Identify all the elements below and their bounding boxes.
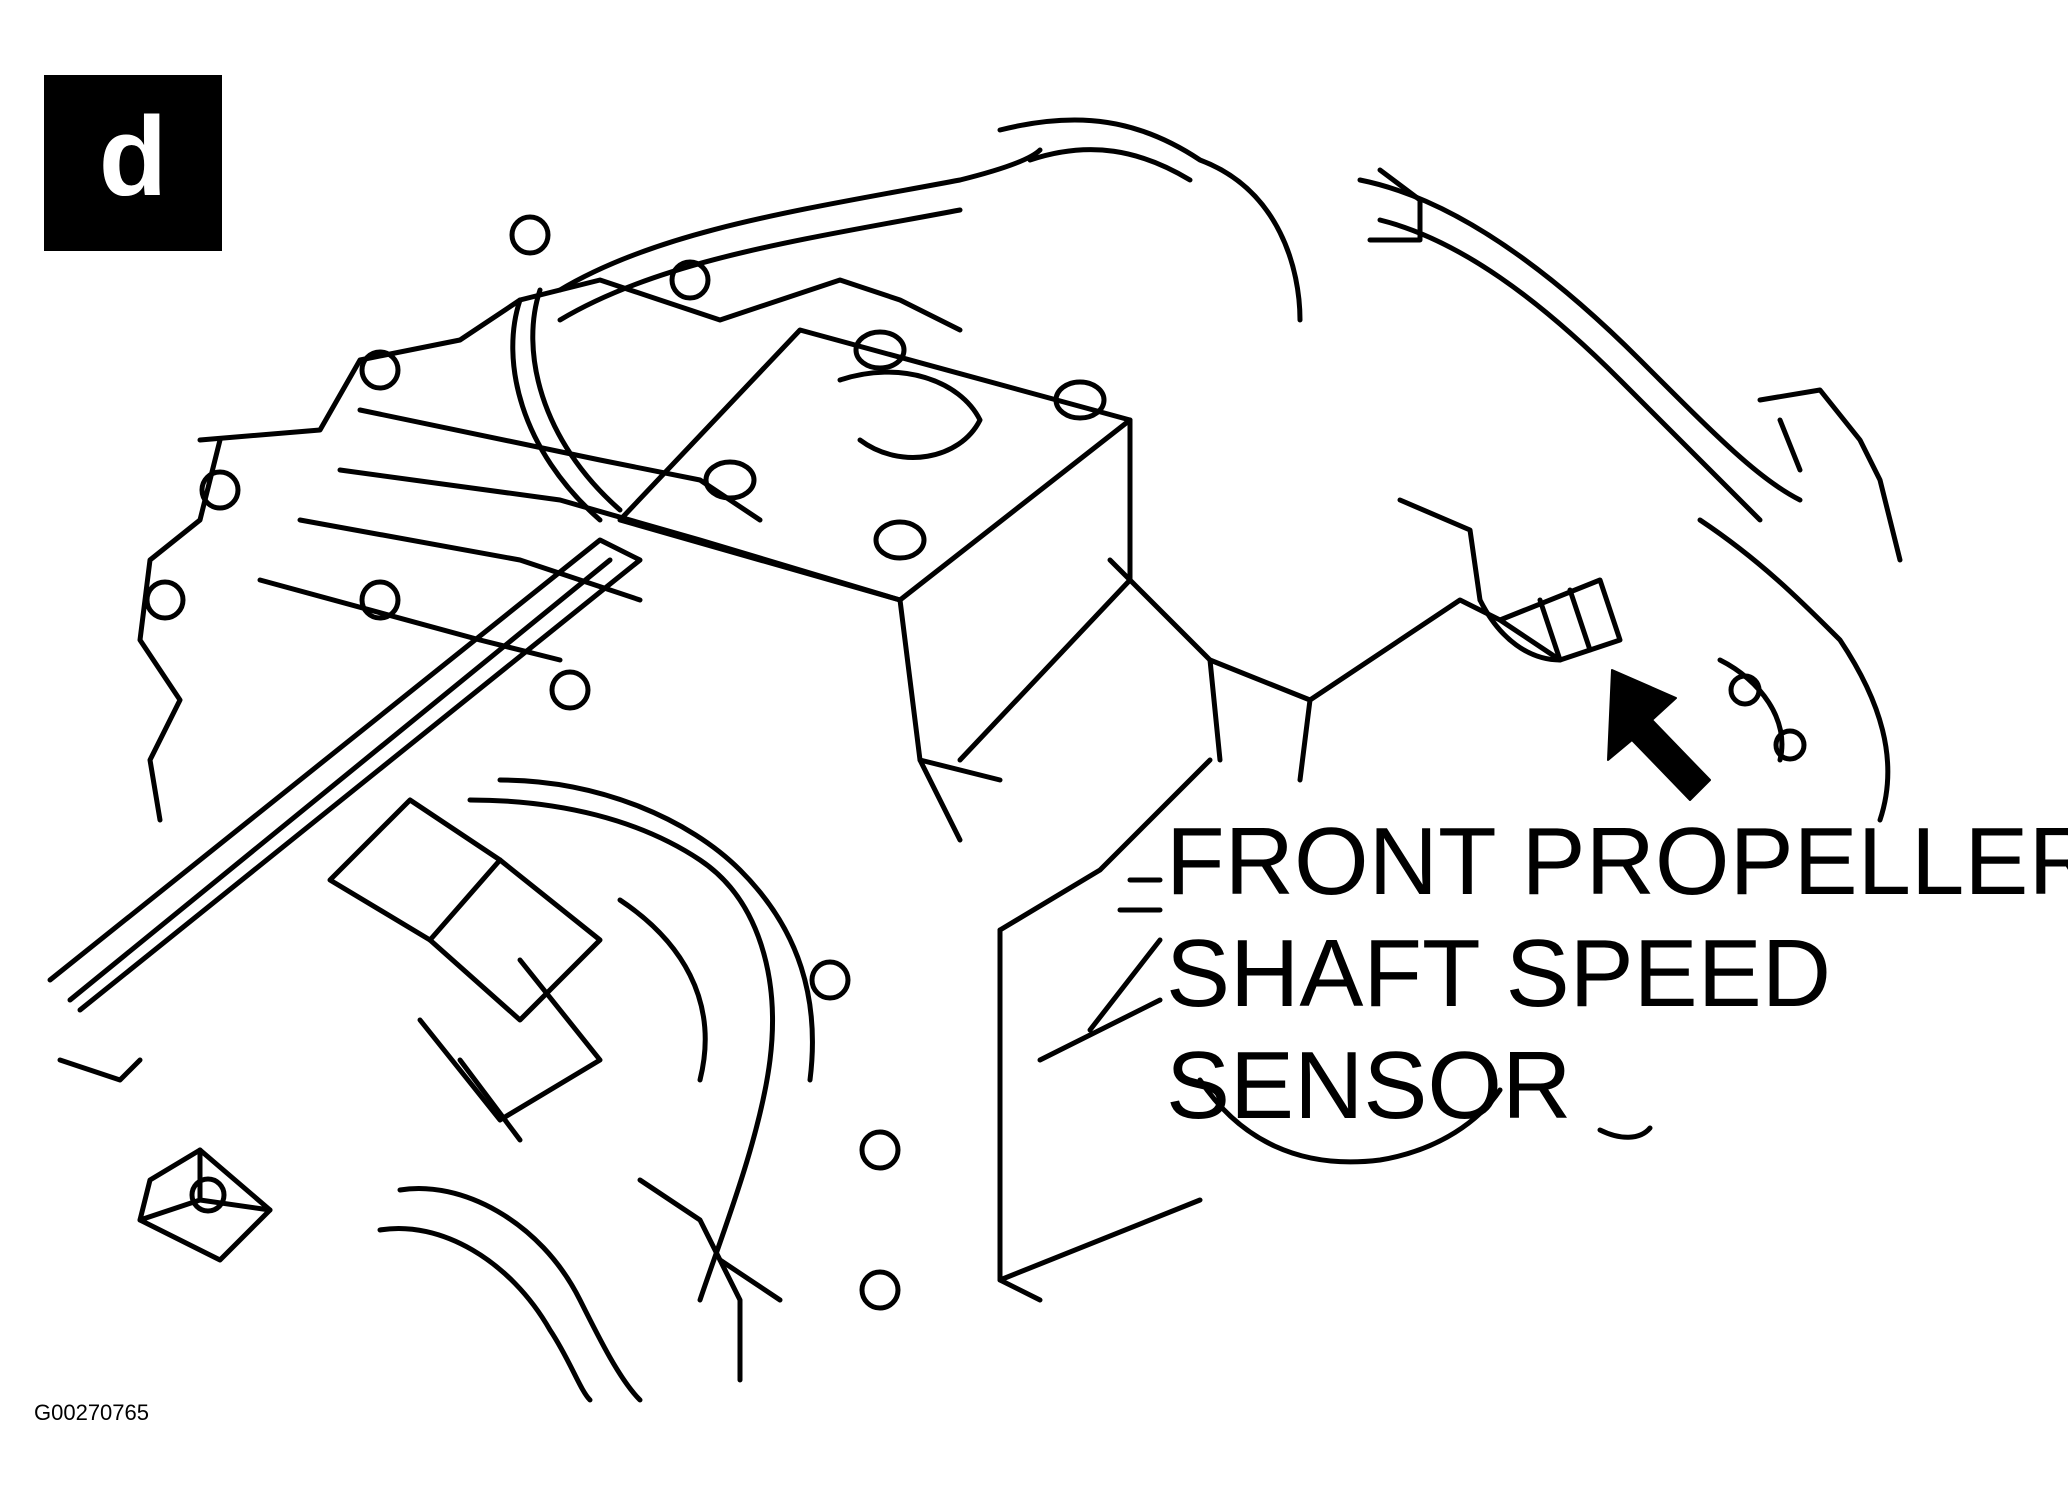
callout-line-2: SHAFT SPEED	[1166, 920, 1832, 1027]
callout-line-3: SENSOR	[1166, 1032, 1572, 1139]
upper-housing	[137, 277, 963, 823]
figure-id: G00270765	[34, 1400, 149, 1425]
right-flange	[1697, 387, 1903, 823]
central-block	[617, 327, 1133, 843]
callout-leader	[1087, 877, 1163, 1033]
sensor-callout-label: FRONT PROPELLER SHAFT SPEED SENSOR	[1166, 806, 2068, 1142]
pointer-arrow	[1607, 669, 1711, 801]
lower-right-structure	[997, 497, 1503, 1303]
callout-line-1: FRONT PROPELLER	[1166, 808, 2068, 915]
upper-pipe	[557, 117, 1803, 523]
speed-sensor-shape	[1477, 577, 1623, 663]
frame-rail	[47, 537, 643, 1013]
housing-bolts	[144, 214, 901, 1311]
lower-left-fittings	[137, 777, 815, 1303]
step-badge: d	[44, 75, 222, 251]
step-badge-letter: d	[98, 94, 168, 219]
lower-pipes	[57, 1057, 783, 1403]
lower-right-arc	[1197, 1077, 1653, 1165]
